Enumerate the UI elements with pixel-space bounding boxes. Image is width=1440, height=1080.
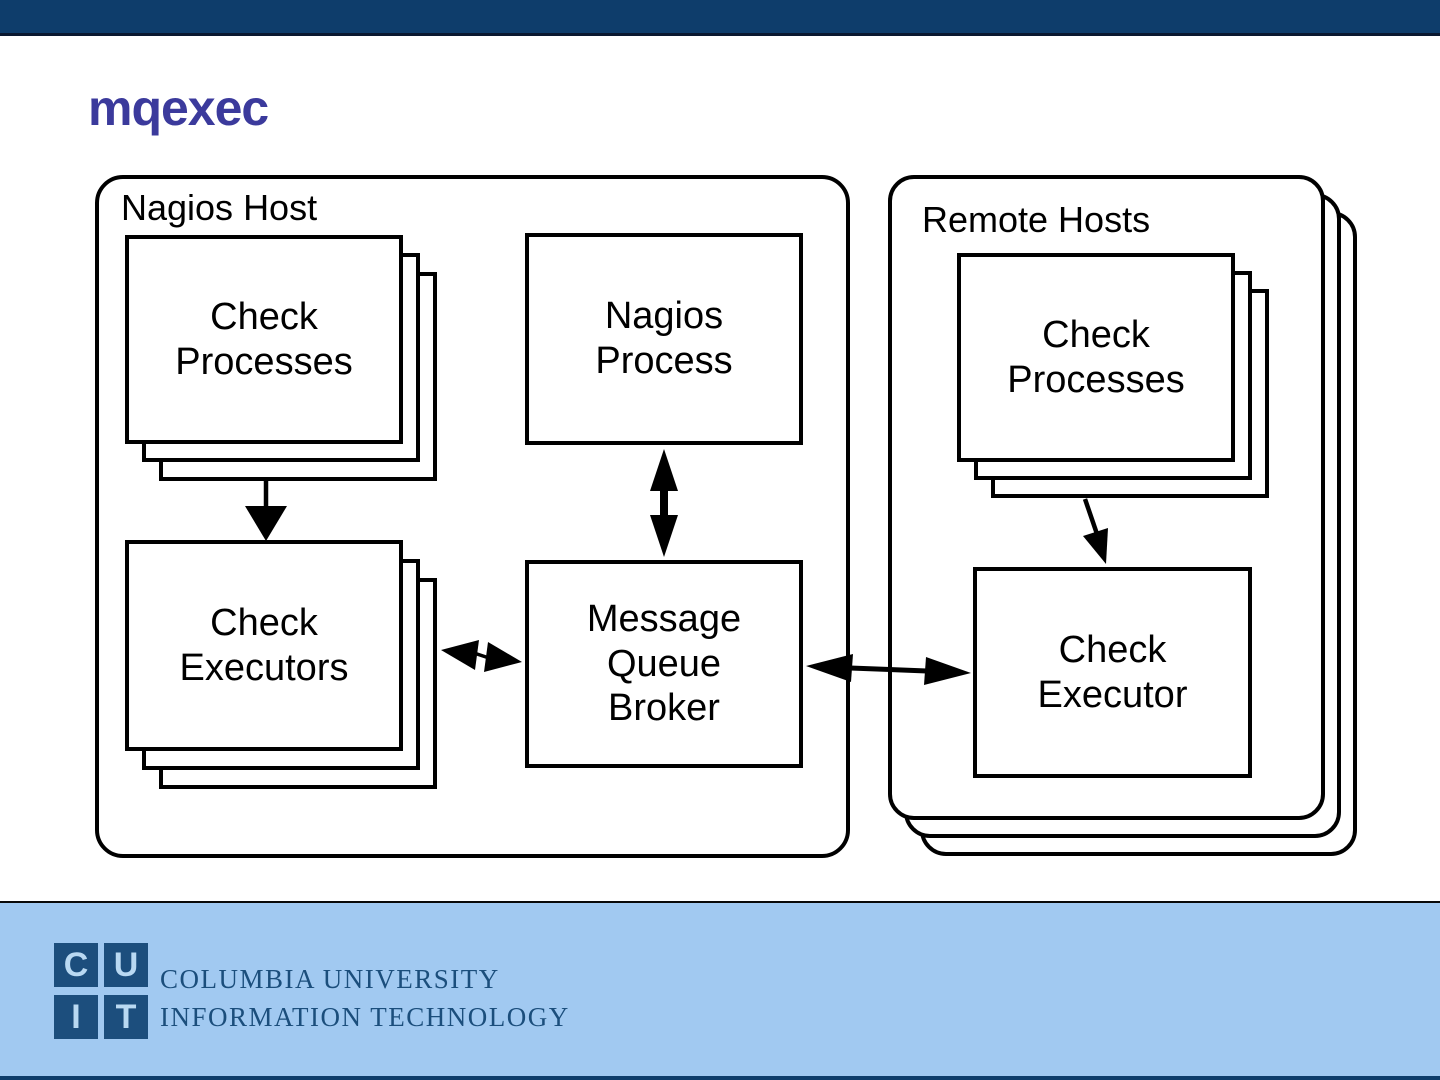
cuit-logo-tile-u: U	[104, 943, 148, 987]
footer-band	[0, 901, 1440, 1076]
node-check-executors-label: Check Executors	[179, 601, 349, 689]
cuit-logo-tile-c: C	[54, 943, 98, 987]
cuit-logo: C U I T	[54, 943, 148, 1039]
node-check-processes: Check Processes	[125, 235, 403, 444]
org-name-line1: COLUMBIA UNIVERSITY	[160, 964, 500, 994]
remote-hosts-label: Remote Hosts	[922, 199, 1151, 240]
node-nagios-process: Nagios Process	[525, 233, 803, 445]
node-remote-check-executor: Check Executor	[973, 567, 1252, 778]
node-message-queue-broker: Message Queue Broker	[525, 560, 803, 768]
cuit-logo-tile-t: T	[104, 995, 148, 1039]
node-remote-check-executor-label: Check Executor	[1037, 628, 1188, 716]
node-check-executors: Check Executors	[125, 540, 403, 751]
node-check-processes-label: Check Processes	[175, 295, 353, 383]
node-remote-check-processes: Check Processes	[957, 253, 1235, 462]
org-name-line2: INFORMATION TECHNOLOGY	[160, 1002, 570, 1032]
top-bar	[0, 0, 1440, 36]
org-name: COLUMBIA UNIVERSITY INFORMATION TECHNOLO…	[160, 960, 570, 1036]
page-title: mqexec	[88, 80, 269, 136]
bottom-bar	[0, 1076, 1440, 1080]
cuit-logo-tile-i: I	[54, 995, 98, 1039]
nagios-host-label: Nagios Host	[121, 187, 318, 228]
node-nagios-process-label: Nagios Process	[595, 295, 733, 382]
node-message-queue-broker-label: Message Queue Broker	[586, 597, 742, 730]
node-remote-check-processes-label: Check Processes	[1007, 313, 1185, 401]
